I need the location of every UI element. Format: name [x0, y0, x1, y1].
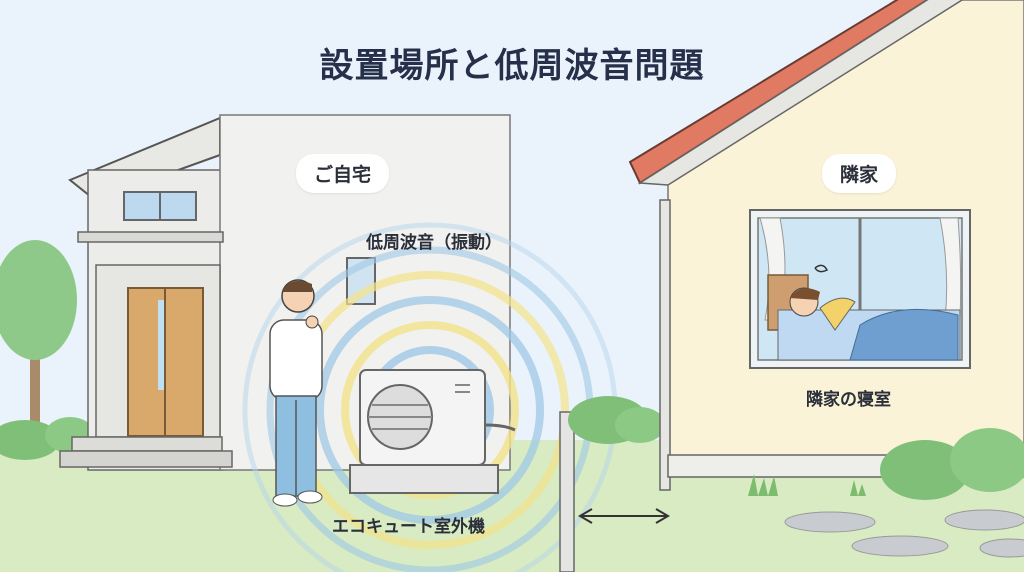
distance-arrow — [578, 508, 670, 524]
page-title: 設置場所と低周波音問題 — [319, 46, 705, 86]
tree-left — [0, 240, 77, 430]
neighbor-house — [628, 0, 1024, 491]
bush — [950, 428, 1024, 492]
bush — [880, 440, 970, 500]
stepping-stone — [979, 538, 1024, 558]
person — [269, 279, 323, 507]
grass-tuft — [748, 474, 778, 496]
bedroom-label: 隣家の寝室 — [806, 390, 891, 410]
outdoor-unit — [349, 369, 516, 494]
outdoor-unit-label: エコキュート室外機 — [332, 517, 485, 537]
grass-tuft — [850, 480, 866, 496]
stepping-stone — [944, 509, 1024, 531]
bush — [0, 420, 60, 460]
low-frequency-label: 低周波音（振動） — [366, 233, 502, 253]
stepping-stone — [851, 535, 949, 557]
fence-post — [559, 411, 575, 572]
bush — [615, 407, 665, 443]
stepping-stone — [784, 511, 876, 533]
own-house-label: ご自宅 — [296, 154, 390, 193]
neighbor-house-label: 隣家 — [822, 154, 897, 193]
